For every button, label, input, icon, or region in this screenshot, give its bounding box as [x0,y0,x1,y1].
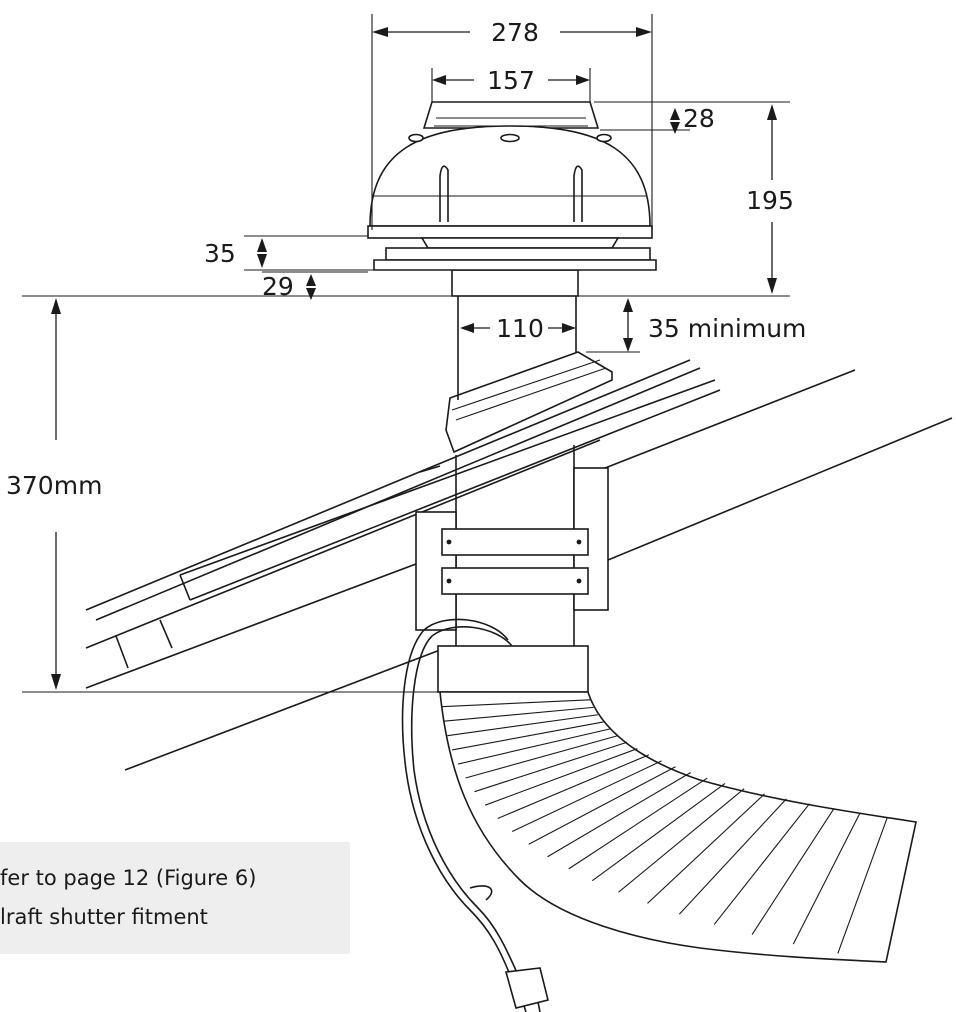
dimension-157: 157 [431,66,591,102]
power-cable [401,618,519,976]
duct-rib [713,803,810,925]
label-clearance: 35 minimum [648,314,806,343]
duct-rib [447,714,598,737]
roof-tiles [85,359,953,771]
duct-rib [792,812,861,945]
duct-rib [678,798,787,915]
roof-flashing [445,351,613,454]
duct-rib [484,748,638,806]
flexible-duct-ribs [441,699,888,954]
dimension-29-base: 29 [262,271,368,301]
duct-rib [528,766,676,845]
duct-rib [511,760,662,832]
duct-collar [437,645,589,693]
reference-lines [22,295,790,693]
dimension-28: 28 [594,101,790,134]
dimension-278: 278 [371,14,653,230]
dimension-370mm: 370mm [6,298,102,690]
note-line-1: fer to page 12 (Figure 6) [0,866,256,890]
duct-rib [647,793,765,904]
dimension-35-flange: 35 [204,235,374,271]
duct-rib [441,699,591,708]
duct-rib [451,721,604,751]
note-line-2: lraft shutter fitment [0,905,208,929]
label-total-height: 195 [746,186,794,215]
note-box: fer to page 12 (Figure 6) lraft shutter … [0,842,350,954]
duct-rib [465,735,619,779]
duct-rib [474,741,628,793]
label-duct-diameter: 110 [496,314,544,343]
label-height-below: 370mm [6,471,102,500]
label-flange-gap: 35 [204,239,236,268]
duct-rib [547,771,692,858]
duct-rib [751,808,835,935]
duct-rib [591,782,726,882]
duct-rib [618,788,745,893]
dimension-195: 195 [746,104,794,294]
label-top-height: 28 [683,104,715,133]
mounting-brackets [415,467,609,631]
label-overall-width: 278 [491,18,539,47]
duct-rib [497,754,650,819]
duct-rib [568,777,708,870]
flexible-duct [439,691,917,963]
dimension-110: 110 [460,314,576,343]
duct-rib [457,728,611,765]
label-base-gap: 29 [262,272,294,301]
power-plug-icon [504,967,549,1012]
fan-unit [367,101,657,271]
duct-rib [837,817,888,954]
duct-rib [443,706,594,722]
dimension-35-minimum: 35 minimum [586,298,806,353]
label-top-width: 157 [487,66,535,95]
